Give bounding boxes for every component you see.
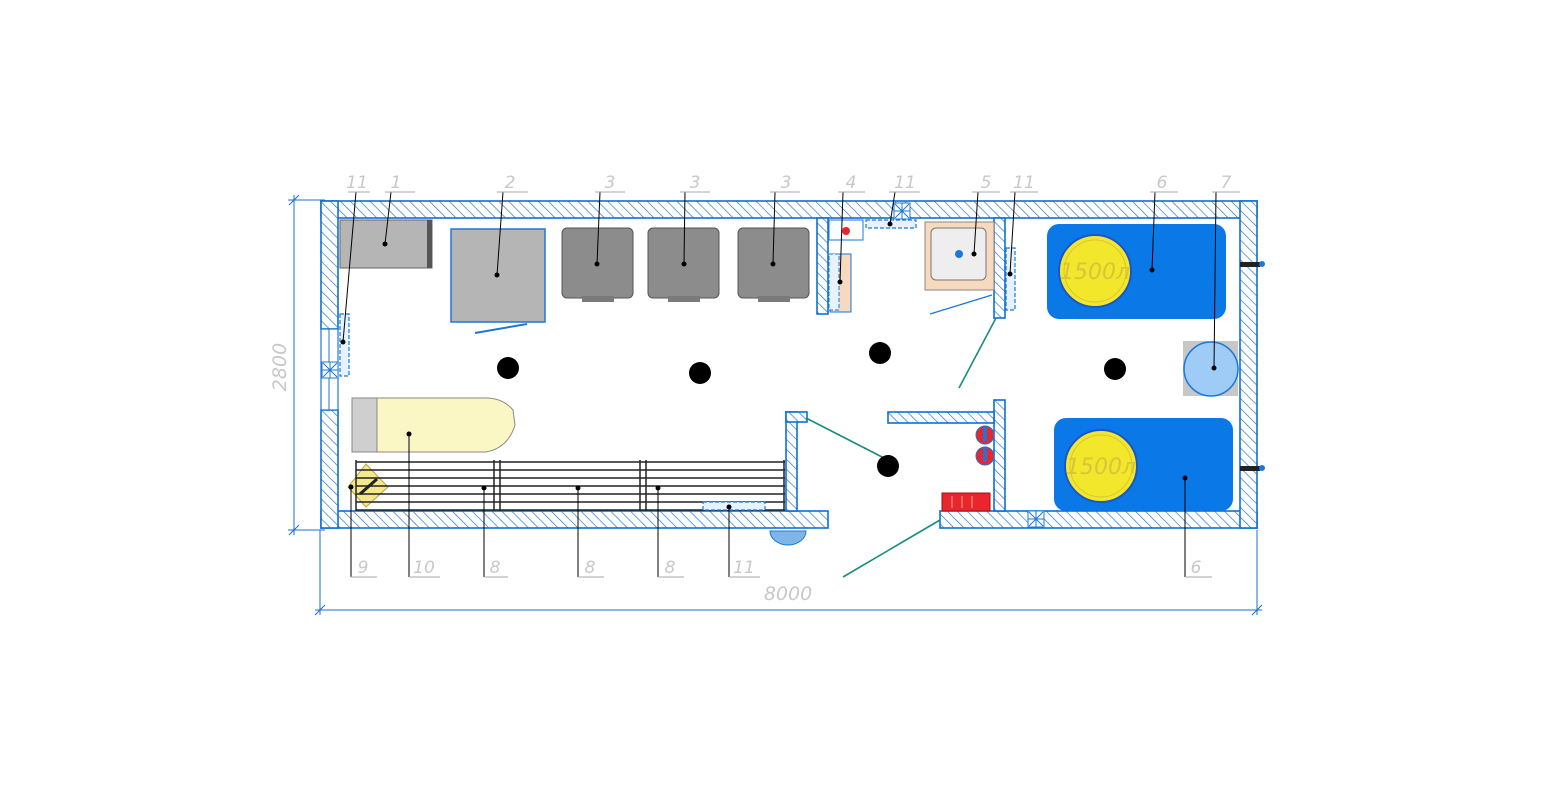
radiator-icon	[702, 501, 766, 511]
wall-top	[320, 200, 1258, 219]
radiator-icon	[1005, 247, 1016, 311]
callout-11: 11	[733, 558, 755, 578]
item-6-water-tank-bottom: 1500л	[1054, 418, 1233, 511]
callout-6: 6	[1191, 558, 1202, 578]
callout-4: 4	[846, 173, 857, 193]
door-step	[769, 530, 807, 546]
ceiling-lamps	[497, 342, 1126, 477]
door-swing-4	[929, 294, 993, 315]
item-6-water-tank-top: 1500л	[1047, 224, 1226, 319]
doors	[769, 294, 997, 578]
callout-8: 8	[585, 558, 596, 578]
tank-capacity-label: 1500л	[1060, 260, 1130, 285]
water-heater-icon	[941, 492, 991, 512]
lamp-icon	[689, 362, 711, 384]
wall-bottom-right	[939, 510, 1258, 529]
callout-8: 8	[665, 558, 676, 578]
door-swing-3	[842, 519, 941, 578]
item-10-ironing-board	[351, 397, 516, 453]
fan-icon	[1027, 510, 1045, 528]
fan-icon	[321, 361, 339, 379]
callout-9: 9	[358, 558, 369, 578]
partition-left-upper	[816, 217, 829, 315]
dimension-width: 8000	[314, 530, 1263, 616]
item-2-washing-table	[450, 228, 546, 334]
wall-left-upper	[320, 200, 339, 330]
callout-3: 3	[605, 173, 616, 193]
radiator-icon	[339, 313, 350, 377]
callout-7: 7	[1221, 173, 1232, 193]
callout-5: 5	[981, 173, 992, 193]
callout-8: 8	[490, 558, 501, 578]
callout-2: 2	[505, 173, 516, 193]
callout-11: 11	[894, 173, 916, 193]
callout-1: 1	[391, 173, 402, 193]
gas-cylinder-icon	[975, 425, 995, 466]
item-7-pump	[1183, 341, 1239, 397]
partition-left-lower	[785, 411, 798, 512]
partition-right-lower	[993, 399, 1006, 512]
callout-6: 6	[1157, 173, 1168, 193]
callout-11: 11	[1013, 173, 1035, 193]
callouts-bottom: 9 10 8 8 8 11 6	[348, 431, 1212, 578]
item-5-sink	[924, 221, 995, 291]
dimension-height-label: 2800	[269, 343, 291, 391]
dimension-height: 2800	[269, 194, 325, 536]
callout-11: 11	[346, 173, 368, 193]
callouts-top: 11 1 2 3 3 3 4 11	[340, 173, 1240, 371]
item-8-drying-racks	[355, 460, 785, 511]
door-swing-2	[958, 317, 997, 389]
door-swing-1	[805, 417, 885, 459]
lamp-icon	[869, 342, 891, 364]
tap-icon	[1240, 261, 1265, 471]
partition-horizontal	[887, 411, 995, 424]
partition-left-stub	[785, 411, 808, 423]
lamp-icon	[877, 455, 899, 477]
wall-bottom-left	[320, 510, 829, 529]
partition-right-upper	[993, 217, 1006, 319]
callout-3: 3	[781, 173, 792, 193]
item-4-electrical-panel	[828, 219, 864, 313]
dimension-width-label: 8000	[764, 583, 812, 605]
tank-capacity-label: 1500л	[1066, 455, 1136, 480]
exterior-walls	[320, 200, 1258, 529]
lamp-icon	[497, 357, 519, 379]
callout-10: 10	[413, 558, 435, 578]
lamp-icon	[1104, 358, 1126, 380]
callout-3: 3	[690, 173, 701, 193]
wall-left-lower	[320, 409, 339, 529]
fan-icon	[893, 202, 911, 220]
wall-right	[1239, 200, 1258, 529]
